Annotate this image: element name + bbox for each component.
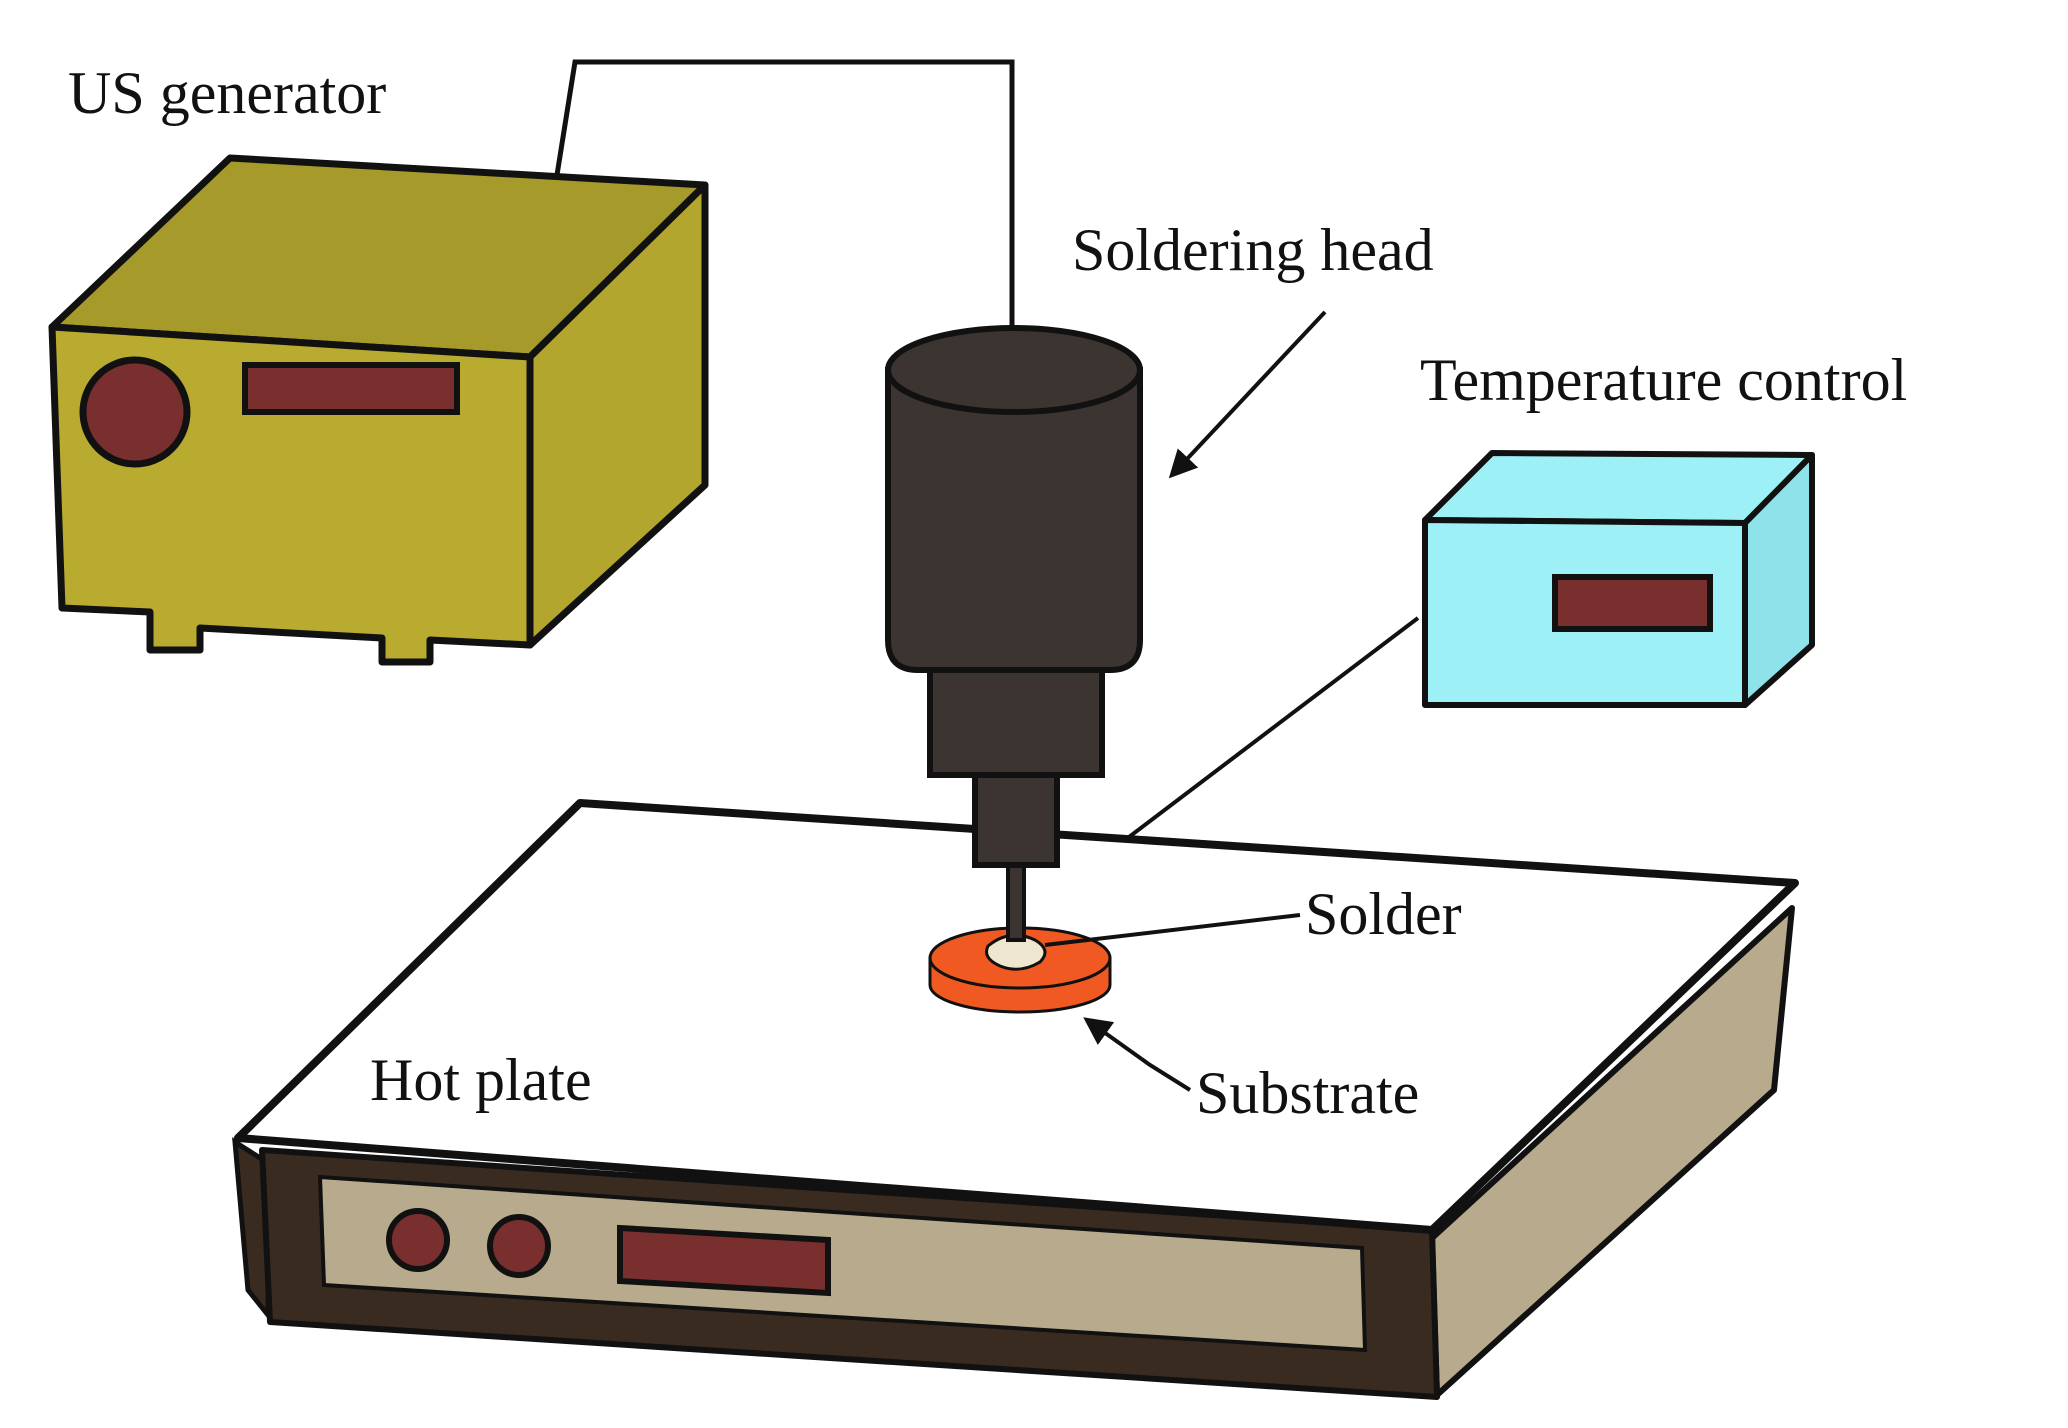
hot-plate-knob-1-icon — [386, 1208, 450, 1272]
soldering-head-tip — [1006, 858, 1026, 942]
hot-plate-display — [617, 1224, 831, 1297]
temperature-control-icon — [1422, 450, 1815, 708]
label-substrate: Substrate — [1196, 1060, 1420, 1126]
substrate-arrow — [1083, 1017, 1192, 1092]
us-generator-display — [242, 362, 460, 415]
soldering-head-top — [885, 325, 1143, 415]
label-soldering-head: Soldering head — [1072, 217, 1434, 283]
us-generator-knob-icon — [79, 356, 191, 468]
hot-plate-knob-2-icon — [487, 1214, 551, 1278]
hot-plate-top-surface — [234, 799, 1799, 1234]
temperature-control-display — [1552, 574, 1713, 632]
us-generator-icon — [48, 154, 709, 666]
soldering-head-body — [885, 367, 1143, 673]
soldering-head-horn-upper — [927, 657, 1105, 778]
label-solder: Solder — [1305, 881, 1462, 947]
hot-plate-front-panel — [317, 1174, 1368, 1353]
soldering-head-arrow — [1168, 310, 1327, 479]
us-generator-cable — [554, 59, 1015, 328]
soldering-head-icon — [885, 325, 1143, 942]
solder-leader-line — [1044, 913, 1301, 947]
label-temperature-control: Temperature control — [1420, 347, 1908, 413]
hot-plate-icon — [232, 799, 1799, 1400]
label-hot-plate: Hot plate — [370, 1047, 592, 1113]
label-us-generator: US generator — [68, 60, 387, 126]
soldering-head-horn-lower — [972, 767, 1060, 868]
